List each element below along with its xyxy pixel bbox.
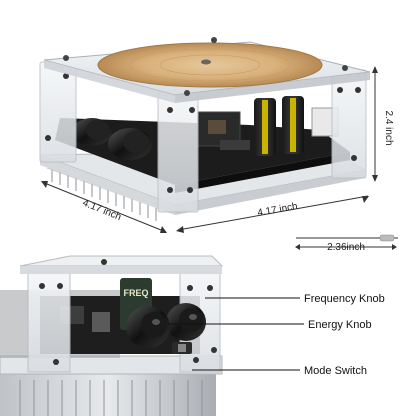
frequency-knob-top [72,118,112,146]
wireless-coil [97,42,323,88]
side-closeup: FREQ [0,255,224,416]
height-dimension: 2.4 inch [372,66,394,182]
needle-dimension: 2.36inch [295,234,398,253]
width-label: 4.17 inch [257,201,299,219]
mode-switch-label: Mode Switch [304,365,367,377]
height-label: 2.4 inch [383,110,394,145]
frequency-knob-label: Frequency Knob [304,293,385,305]
needle-label: 2.36inch [327,242,365,253]
energy-knob-label: Energy Knob [308,319,372,331]
energy-knob [126,306,170,348]
callout-energy: Energy Knob [168,319,372,331]
callout-frequency: Frequency Knob [205,293,385,305]
main-product [39,37,371,221]
frequency-knob [166,303,206,341]
energy-knob-top [108,128,152,160]
board-freq-label: FREQ [123,288,148,298]
callout-mode: Mode Switch [192,365,367,377]
capacitor-pair [254,96,304,156]
mode-switch [172,342,192,354]
